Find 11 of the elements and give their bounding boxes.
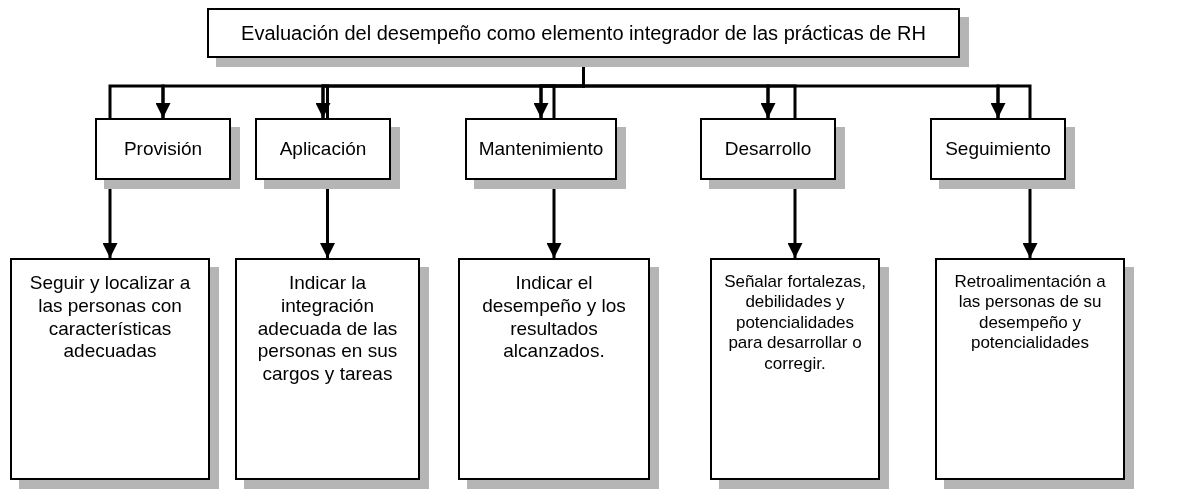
box-text: Provisión [123, 137, 203, 161]
box-text: Indicar la integración adecuada de las personas en sus cargos y tareas [256, 272, 399, 386]
box-text: Mantenimiento [478, 137, 604, 161]
box-text: Aplicación [279, 137, 367, 161]
box-text: Desarrollo [724, 137, 812, 161]
box-text: Señalar fortalezas, debilidades y potencialidades para desarrollar o corregir. [723, 272, 867, 374]
box-text: Evaluación del desempeño como elemento integrador de las prácticas de RH [241, 21, 926, 45]
box-text: Indicar el desempeño y los resultados alcanzados. [481, 272, 627, 364]
box-text: Retroalimentación a las personas de su desempeño y potencialidades [953, 272, 1107, 354]
box-text: Seguimiento [945, 137, 1051, 161]
box-text: Seguir y localizar a las personas con características adecuadas [28, 272, 192, 364]
